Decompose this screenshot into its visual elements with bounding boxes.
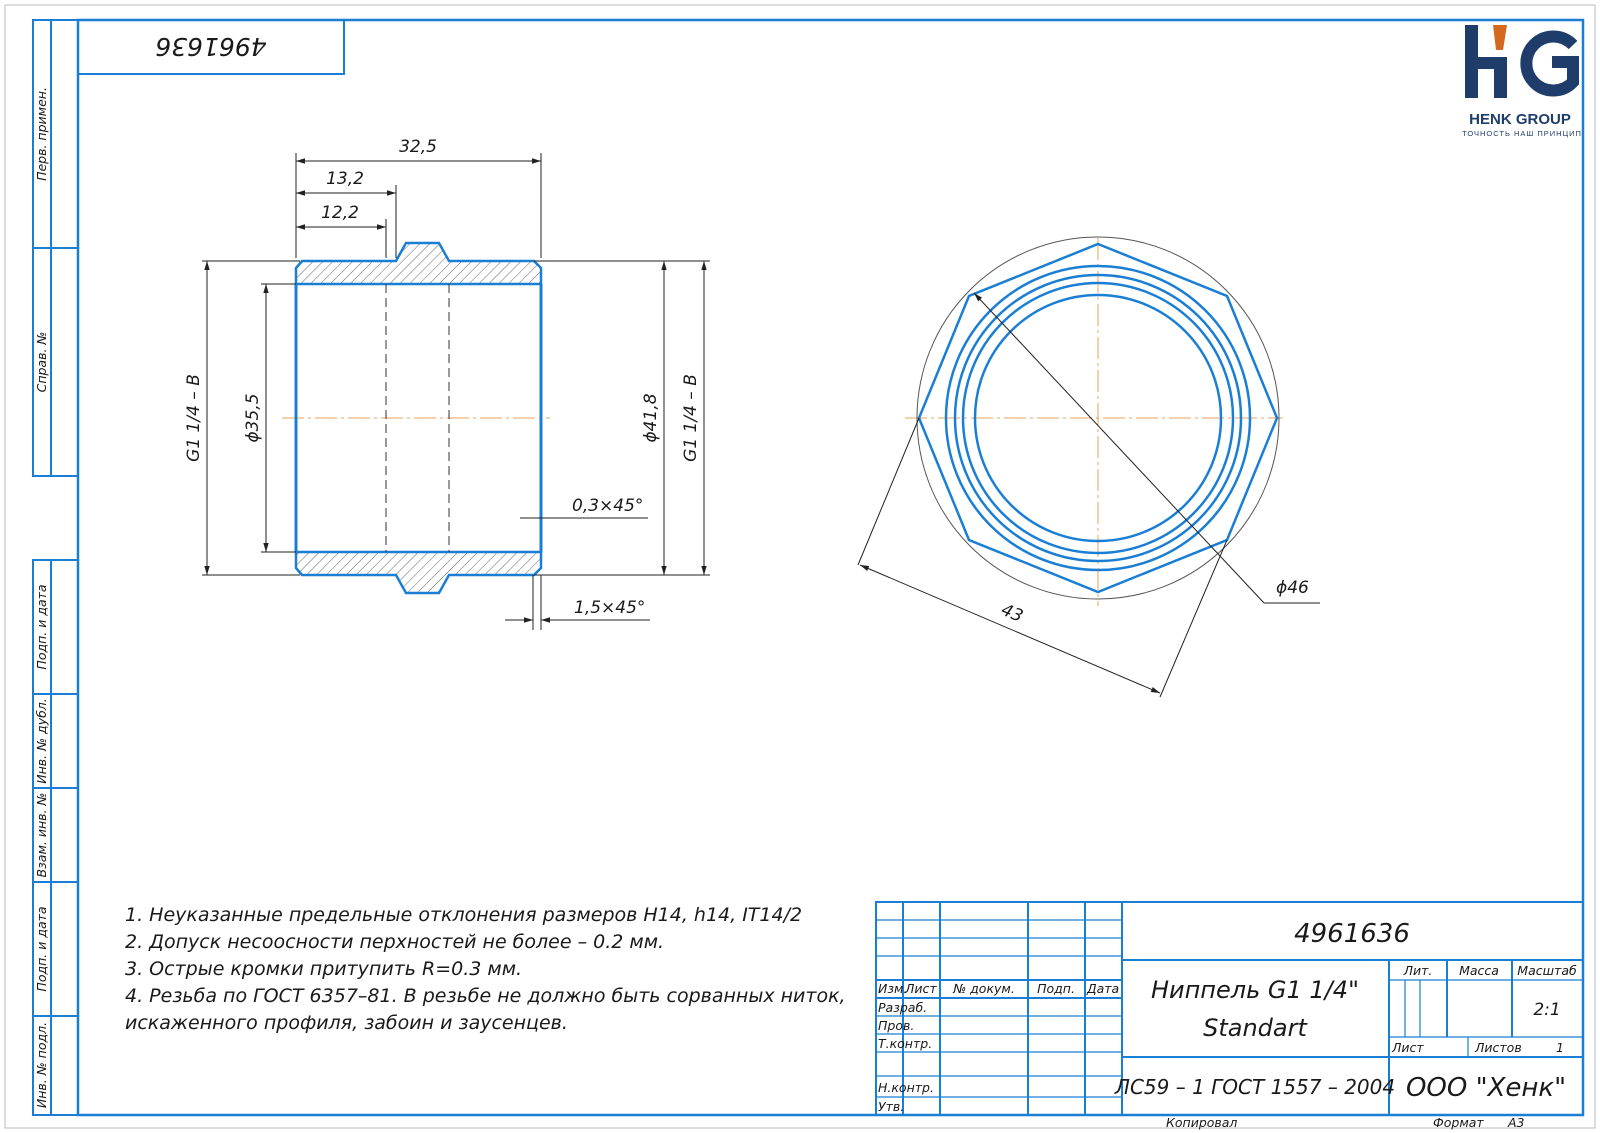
sheet-frame <box>4 4 1596 1129</box>
doc-number-rotated: 4961636 <box>155 32 266 61</box>
tb-company: ООО "Хенк" <box>1406 1073 1566 1103</box>
tb-nkontr: Н.контр. <box>878 1080 934 1095</box>
dim-hex-flat: 43 <box>998 600 1026 627</box>
tb-prov: Пров. <box>878 1018 914 1033</box>
henk-group-logo: HENK GROUP ТОЧНОСТЬ НАШ ПРИНЦИП <box>1462 25 1582 138</box>
tb-massa: Масса <box>1459 963 1499 978</box>
dim-thread-left: G1 1/4 – B <box>184 374 204 462</box>
side-label-inv-podl: Инв. № подл. <box>34 1022 49 1108</box>
tb-hdr-ndokum: № докум. <box>952 981 1015 996</box>
tb-masshtab: Масштаб <box>1517 963 1577 978</box>
tb-razrab: Разраб. <box>878 1000 927 1015</box>
dim-len-1: 13,2 <box>326 169 364 189</box>
side-label-podp-data-2: Подп. и дата <box>34 906 49 991</box>
side-label-inv-dubl: Инв. № дубл. <box>34 698 49 784</box>
tb-hdr-list: Лист <box>904 981 937 996</box>
note-4: 4. Резьба по ГОСТ 6357–81. В резьбе не д… <box>125 985 846 1007</box>
note-4-cont: искаженного профиля, забоин и заусенцев. <box>125 1012 568 1034</box>
tb-tkontr: Т.контр. <box>878 1036 932 1051</box>
logo-slogan: ТОЧНОСТЬ НАШ ПРИНЦИП <box>1462 129 1582 138</box>
dim-chamfer-2: 1,5×45° <box>574 598 645 618</box>
tb-hdr-data: Дата <box>1086 981 1119 996</box>
top-wall-section <box>294 241 543 286</box>
logo-company: HENK GROUP <box>1469 111 1571 128</box>
end-view-hex <box>857 236 1320 698</box>
note-2: 2. Допуск несоосности перхностей не боле… <box>125 931 664 953</box>
tb-listov-value: 1 <box>1556 1040 1564 1055</box>
tb-doc-number: 4961636 <box>1294 919 1410 949</box>
dim-len-2: 12,2 <box>321 203 359 223</box>
note-3: 3. Острые кромки притупить R=0.3 мм. <box>125 958 522 980</box>
dim-dia-outer: ϕ41,8 <box>641 393 661 442</box>
tb-format-label: Формат <box>1433 1115 1484 1130</box>
side-view-dimensions <box>202 153 710 630</box>
side-label-perv-primen: Перв. примен. <box>34 87 49 181</box>
bottom-wall-section <box>294 550 543 595</box>
tb-name-line1: Ниппель G1 1/4" <box>1151 976 1359 1004</box>
tb-hdr-podp: Подп. <box>1037 981 1075 996</box>
side-view-section <box>282 241 550 595</box>
tb-kopiroval: Копировал <box>1166 1115 1237 1130</box>
tb-hdr-izm: Изм. <box>878 981 907 996</box>
tb-list-label: Лист <box>1391 1040 1424 1055</box>
side-label-podp-data-1: Подп. и дата <box>34 584 49 669</box>
tb-utv: Утв. <box>878 1099 904 1114</box>
side-label-vzam-inv: Взам. инв. № <box>34 793 49 878</box>
dim-hex-dia: ϕ46 <box>1276 578 1309 598</box>
tb-material: ЛС59 – 1 ГОСТ 1557 – 2004 <box>1114 1075 1395 1099</box>
side-label-sprav-no: Справ. № <box>34 332 49 393</box>
note-1: 1. Неуказанные предельные отклонения раз… <box>125 904 802 926</box>
dim-len-total: 32,5 <box>399 137 437 157</box>
tb-name-line2: Standart <box>1203 1014 1308 1042</box>
tb-lit: Лит. <box>1403 963 1433 978</box>
tb-scale: 2:1 <box>1533 1000 1560 1020</box>
title-block-grid <box>875 901 1584 1116</box>
dim-chamfer-1: 0,3×45° <box>572 496 643 516</box>
tb-listov-label: Листов <box>1474 1040 1522 1055</box>
dim-dia-inner: ϕ35,5 <box>243 393 263 442</box>
tb-format-value: А3 <box>1507 1115 1525 1130</box>
dim-thread-right: G1 1/4 – B <box>681 374 701 462</box>
technical-notes: 1. Неуказанные предельные отклонения раз… <box>125 904 846 1034</box>
